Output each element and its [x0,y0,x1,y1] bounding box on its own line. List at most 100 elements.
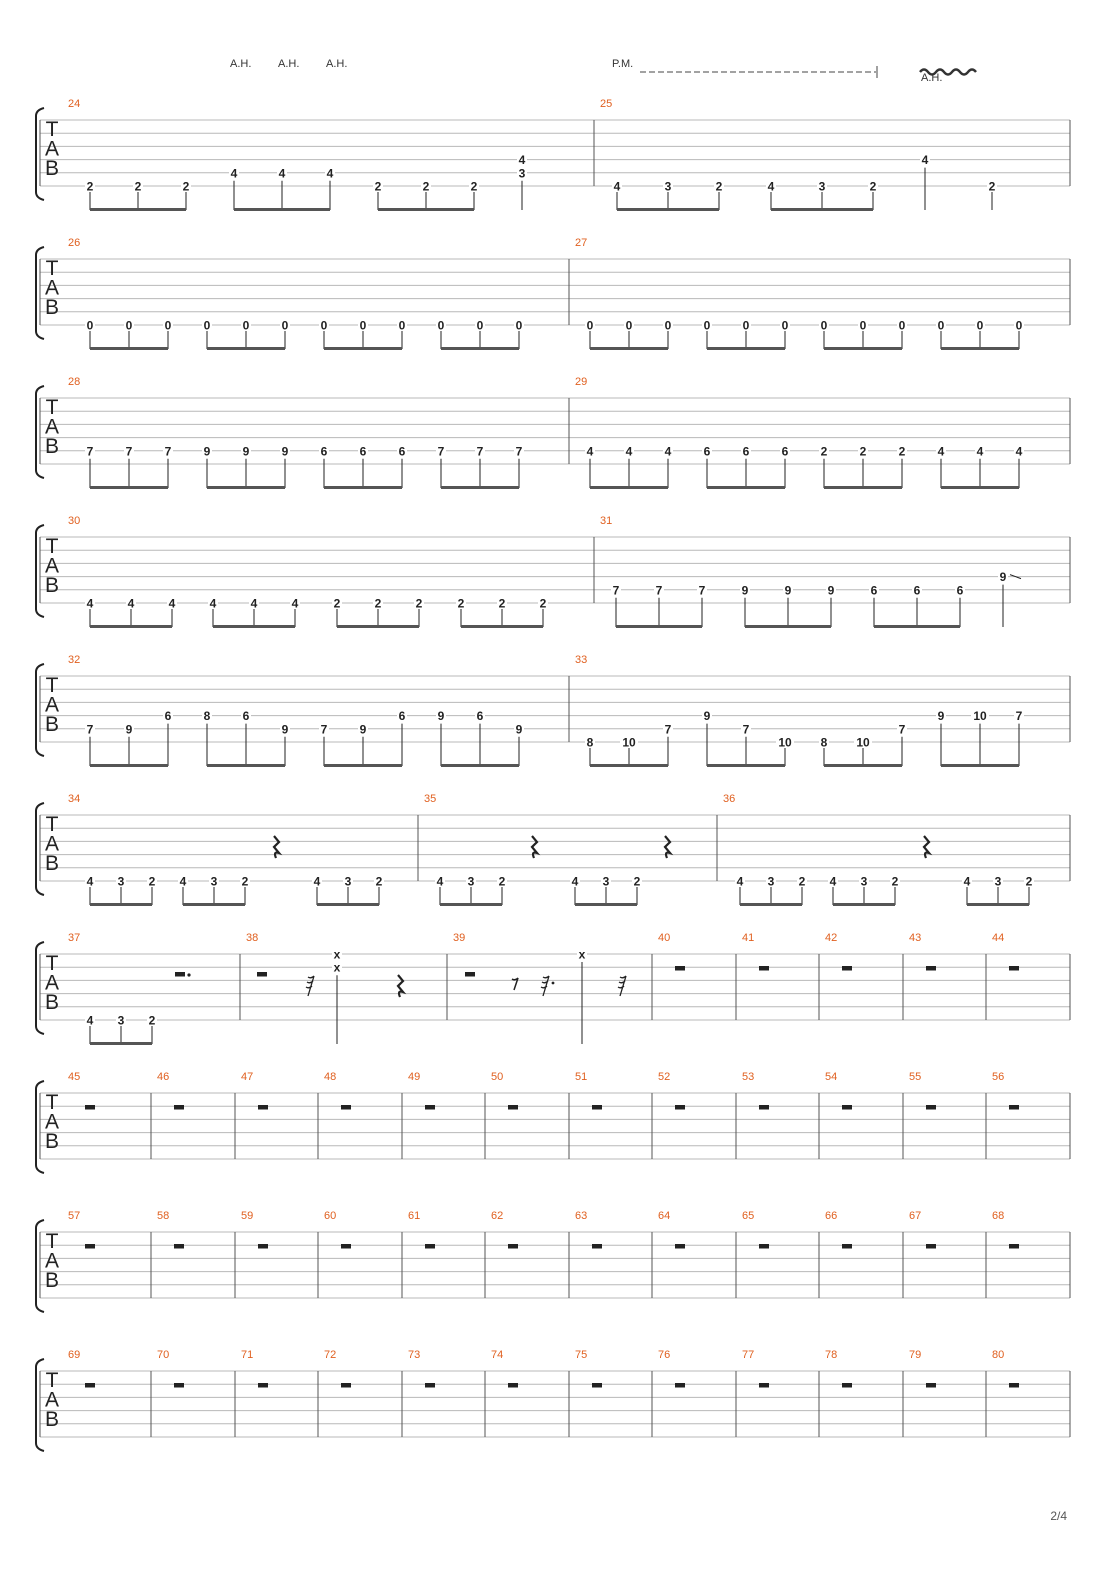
measure: 43 [909,932,936,971]
measure-number: 54 [825,1071,837,1083]
fret-number: 2 [423,180,430,194]
fret-label-bg [780,445,790,458]
fret-number: 9 [828,583,835,597]
fret-label-bg [517,167,527,180]
fret-number: 4 [314,875,321,889]
tab-clef-letter: T [46,1091,59,1114]
measure-number: 55 [909,1071,921,1083]
beam [707,486,785,489]
measure-number: 30 [68,515,80,527]
measure: 72 [324,1349,351,1388]
measure: 40 [658,932,685,971]
whole-rest [425,1244,435,1249]
fret-number: 2 [1026,875,1033,889]
fret-number: 9 [360,722,367,736]
fret-label-bg [859,875,869,888]
beam [967,903,1029,906]
fret-number: 4 [87,597,94,611]
fret-number: 2 [334,597,341,611]
fret-number: 4 [977,444,984,458]
whole-rest [174,1244,184,1249]
fret-label-bg [624,319,634,332]
tab-clef-letter: A [45,555,59,578]
whole-rest [842,1105,852,1110]
whole-rest [592,1383,602,1388]
fret-label-bg [124,445,134,458]
fret-label-bg [1014,319,1024,332]
fret-number: 6 [704,444,711,458]
measure: 79 [909,1349,936,1388]
fret-number: 7 [438,444,445,458]
fret-label-bg [663,180,673,193]
beam [90,1042,152,1045]
fret-number: 9 [742,583,749,597]
measure-number: 76 [658,1349,670,1361]
fret-label-bg [971,710,989,723]
fret-number: 7 [87,444,94,458]
fret-label-bg [436,319,446,332]
fret-number: 7 [665,722,672,736]
fret-label-bg [663,723,673,736]
fret-number: 2 [458,597,465,611]
beam [874,625,960,628]
fret-label-bg [241,710,251,723]
measure-number: 77 [742,1349,754,1361]
tab-clef-letter: T [46,952,59,975]
system-bracket [35,246,45,340]
fret-label-bg [469,180,479,193]
measure-number: 42 [825,932,837,944]
fret-label-bg [854,736,872,749]
fret-label-bg [585,736,595,749]
tab-clef-letter: T [46,396,59,419]
fret-number: 6 [399,444,406,458]
beam [90,486,168,489]
fret-number: 2 [149,875,156,889]
fret-label-bg [783,584,793,597]
short-rest-icon [305,975,315,997]
system-bracket [35,107,45,201]
fret-number: 4 [922,153,929,167]
fret-label-bg [147,875,157,888]
measure-number: 72 [324,1349,336,1361]
measure-number: 31 [600,515,612,527]
fret-number: 0 [165,319,172,333]
artificial-harmonic-label: A.H. [230,58,251,70]
beam [441,347,519,350]
tab-clef-letter: A [45,972,59,995]
fret-number: 7 [743,722,750,736]
whole-rest [759,1383,769,1388]
beam [90,764,168,767]
fret-number: 4 [87,1014,94,1028]
measure: 42 [825,932,852,971]
fret-number: 4 [1016,444,1023,458]
fret-number: 7 [87,722,94,736]
measure-number: 39 [453,932,465,944]
fret-number: 6 [243,709,250,723]
measure-number: 66 [825,1210,837,1222]
tab-clef-letter: B [45,991,59,1014]
beam [461,625,543,628]
fret-number: 0 [977,319,984,333]
measure-number: 45 [68,1071,80,1083]
fret-label-bg [697,584,707,597]
fret-label-bg [373,597,383,610]
fret-label-bg [163,319,173,332]
fret-number: 4 [210,597,217,611]
fret-label-bg [654,584,664,597]
eighth-rest-icon [511,977,519,991]
measure: 66 [825,1210,852,1249]
fret-label-bg [319,723,329,736]
measure-number: 51 [575,1071,587,1083]
fret-label-bg [819,319,829,332]
fret-label-bg [975,319,985,332]
fret-label-bg [167,597,177,610]
measure-number: 68 [992,1210,1004,1222]
measure-number: 80 [992,1349,1004,1361]
fret-label-bg [869,584,879,597]
